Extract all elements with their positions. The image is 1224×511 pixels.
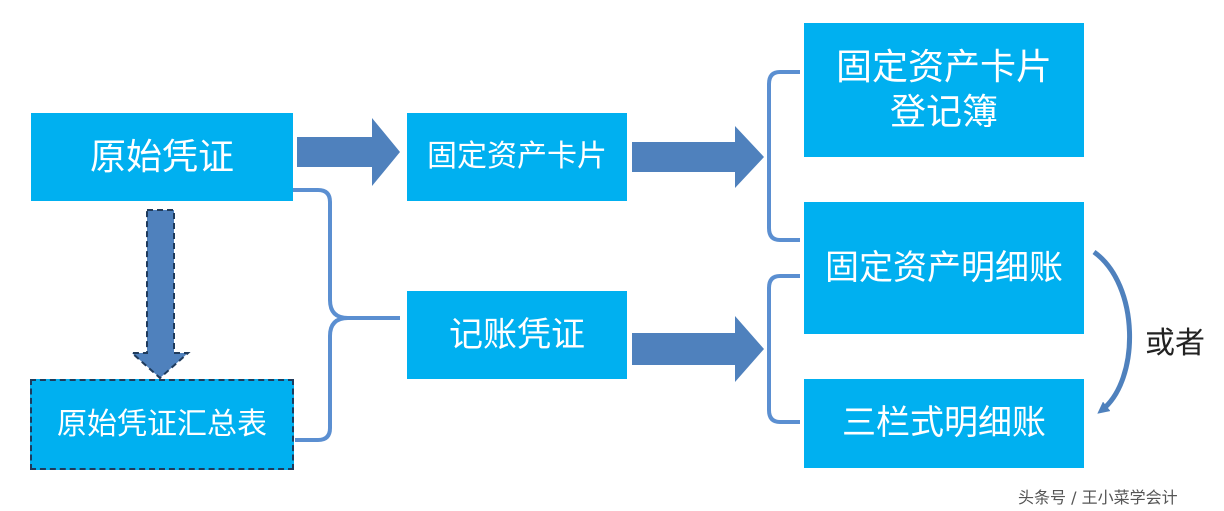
node-three-column-detail-ledger-label: 三栏式明细账 (842, 403, 1046, 444)
arrow-voucher-to-ledgers (632, 316, 764, 382)
node-original-voucher-summary: 原始凭证汇总表 (30, 379, 294, 470)
node-original-voucher-label: 原始凭证 (89, 136, 234, 178)
node-original-voucher: 原始凭证 (31, 113, 293, 201)
label-or: 或者 (1145, 326, 1205, 361)
node-fixed-asset-card-label: 固定资产卡片 (427, 139, 607, 175)
node-card-register-line2: 登记簿 (889, 92, 998, 133)
node-accounting-voucher-label: 记账凭证 (449, 314, 585, 355)
brace-to-accounting-voucher (293, 188, 400, 442)
watermark: 头条号 / 王小菜学会计 (1018, 488, 1178, 507)
arrow-original-to-summary (129, 209, 191, 380)
curve-arrow-or (1092, 249, 1133, 414)
node-fixed-asset-detail-ledger-label: 固定资产明细账 (825, 247, 1063, 288)
arrow-card-to-register (632, 126, 764, 188)
node-fixed-asset-card: 固定资产卡片 (407, 113, 627, 201)
node-original-voucher-summary-label: 原始凭证汇总表 (57, 406, 267, 442)
arrow-original-to-card (297, 118, 400, 186)
node-fixed-asset-detail-ledger: 固定资产明细账 (804, 202, 1084, 334)
bracket-card-outputs (767, 70, 800, 242)
node-three-column-detail-ledger: 三栏式明细账 (804, 379, 1084, 468)
node-accounting-voucher: 记账凭证 (407, 291, 627, 379)
node-card-register-line1: 固定资产卡片 (835, 47, 1052, 88)
bracket-voucher-outputs (767, 274, 800, 424)
node-card-register: 固定资产卡片 登记簿 (804, 23, 1084, 157)
